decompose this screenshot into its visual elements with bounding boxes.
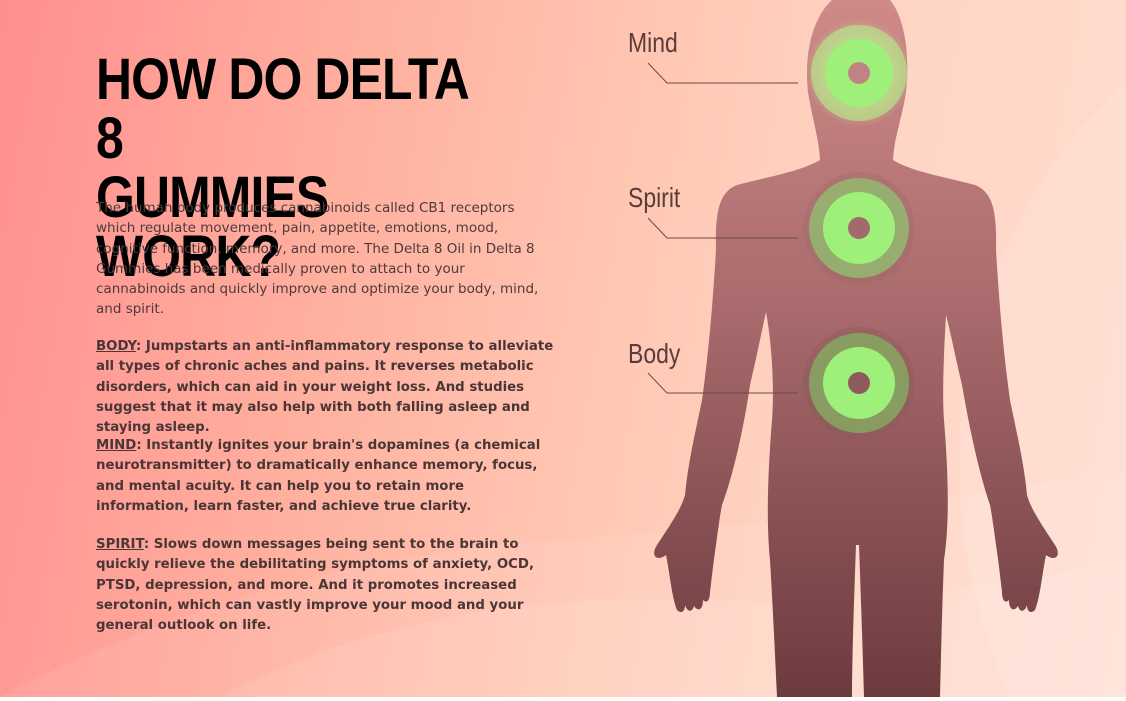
- spirit-chakra-center: [848, 217, 870, 239]
- spirit-benefit: SPIRIT: Slows down messages being sent t…: [96, 535, 556, 636]
- title-line-1: HOW DO DELTA 8: [96, 47, 468, 171]
- mind-leader-line: [647, 62, 798, 84]
- human-figure-illustration: [647, 0, 1058, 697]
- spirit-label: Spirit: [628, 182, 681, 213]
- body-benefit: BODY: Jumpstarts an anti-inflammatory re…: [96, 337, 556, 438]
- spirit-leader-line: [647, 217, 798, 239]
- spirit-benefit-text: : Slows down messages being sent to the …: [96, 537, 535, 634]
- body-chakra-center: [848, 372, 870, 394]
- title-line-2: GUMMIES WORK?: [96, 165, 329, 289]
- spirit-benefit-tag: SPIRIT: [96, 537, 144, 552]
- mind-benefit-text: : Instantly ignites your brain's dopamin…: [96, 438, 541, 514]
- mind-label: Mind: [628, 27, 678, 58]
- body-leader-line: [647, 372, 798, 394]
- body-label: Body: [628, 338, 681, 369]
- mind-benefit-tag: MIND: [96, 438, 137, 453]
- body-benefit-text: : Jumpstarts an anti-inflammatory respon…: [96, 339, 554, 436]
- mind-benefit: MIND: Instantly ignites your brain's dop…: [96, 436, 556, 517]
- page-title: HOW DO DELTA 8 GUMMIES WORK?: [96, 50, 492, 286]
- body-benefit-tag: BODY: [96, 339, 136, 354]
- intro-paragraph: The human body produces cannabinoids cal…: [96, 200, 539, 318]
- mind-chakra-center: [848, 62, 870, 84]
